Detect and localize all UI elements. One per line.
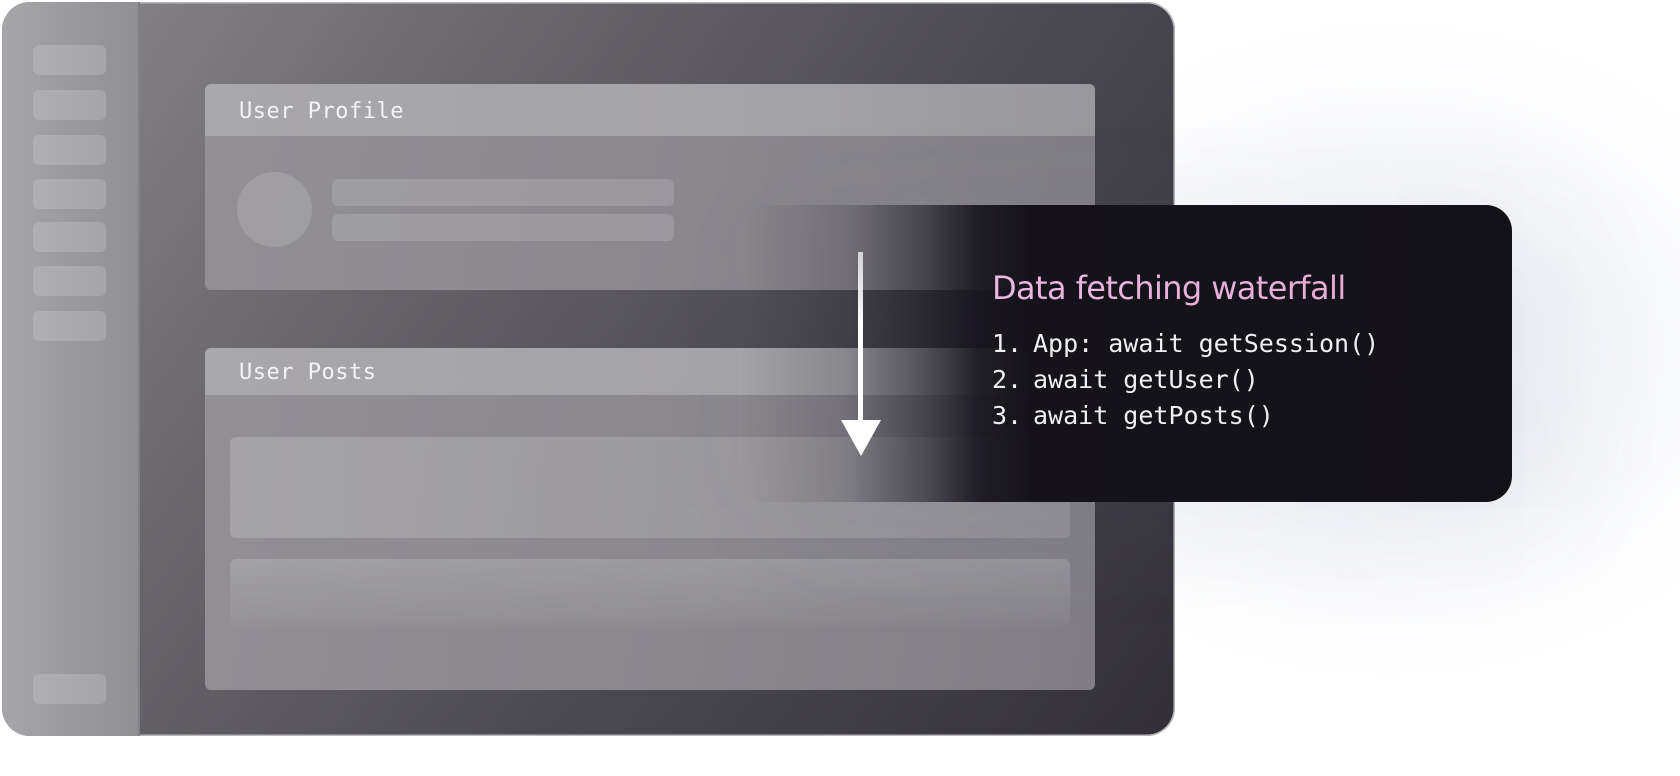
step-number: 3. [992,401,1023,430]
step-code: await getPosts() [1033,401,1274,430]
user-profile-title: User Profile [205,84,1095,136]
callout-title: Data fetching waterfall [992,269,1346,307]
sidebar-item-3[interactable] [33,135,106,165]
sidebar-item-bottom[interactable] [33,674,106,704]
waterfall-step: 3. await getPosts() [992,398,1379,434]
profile-line-placeholder [332,214,674,241]
arrow-head [841,420,881,456]
sidebar-item-5[interactable] [33,222,106,252]
sidebar-item-7[interactable] [33,311,106,341]
sidebar-item-4[interactable] [33,179,106,209]
post-card-placeholder [230,559,1070,629]
sidebar-item-2[interactable] [33,90,106,120]
step-number: 2. [992,365,1023,394]
arrow-down-icon [841,252,881,458]
sidebar-item-1[interactable] [33,45,106,75]
step-number: 1. [992,329,1023,358]
step-code: await getUser() [1033,365,1259,394]
arrow-shaft [858,252,863,427]
sidebar [2,2,140,736]
sidebar-item-6[interactable] [33,266,106,296]
waterfall-step: 1. App: await getSession() [992,326,1379,362]
step-code: App: await getSession() [1033,329,1380,358]
waterfall-step: 2. await getUser() [992,362,1379,398]
profile-line-placeholder [332,179,674,206]
waterfall-steps-list: 1. App: await getSession() 2. await getUse… [992,326,1379,434]
avatar-placeholder [237,172,312,247]
